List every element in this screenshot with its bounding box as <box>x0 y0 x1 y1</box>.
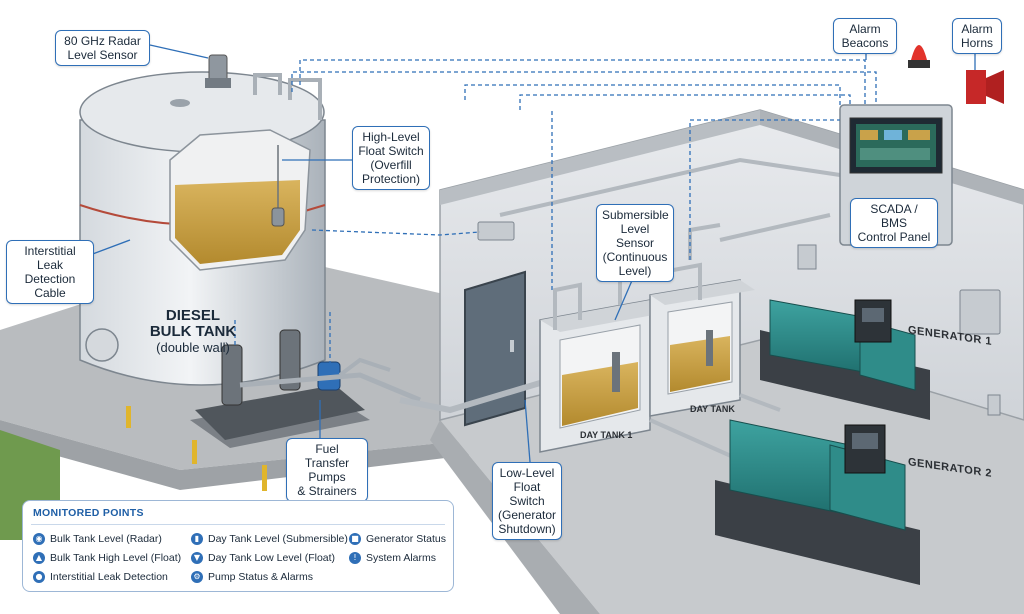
day-tank-2-label: DAY TANK <box>690 404 735 414</box>
legend-item: ■ Generator Status <box>349 533 446 545</box>
legend-item: ▼ Day Tank Low Level (Float) <box>191 552 335 564</box>
alarm-horns-callout: Alarm Horns <box>952 18 1002 54</box>
junction-boxes <box>477 221 1001 416</box>
legend-item-label: System Alarms <box>366 552 437 564</box>
alarm-devices <box>908 45 1004 104</box>
radar-sensor-callout: 80 GHz Radar Level Sensor <box>55 30 150 66</box>
legend-item-label: Pump Status & Alarms <box>208 571 314 583</box>
leak-icon: ● <box>33 571 45 583</box>
bollards <box>126 406 267 491</box>
generator-1 <box>760 299 930 420</box>
bulk-tank-subtitle: (double wall) <box>156 340 230 355</box>
float-low-icon: ▼ <box>191 552 203 564</box>
legend-item: ! System Alarms <box>349 552 436 564</box>
generator-icon: ■ <box>349 533 361 545</box>
bulk-tank-label: DIESEL BULK TANK (double wall) <box>138 292 248 372</box>
legend-item-label: Bulk Tank High Level (Float) <box>50 552 182 564</box>
legend-item-label: Day Tank Low Level (Float) <box>208 552 336 564</box>
alarm-beacons-callout: Alarm Beacons <box>833 18 897 54</box>
signal-wiring <box>234 59 877 365</box>
legend-item: ▲ Bulk Tank High Level (Float) <box>33 552 181 564</box>
submersible-sensor-callout: Submersible Level Sensor (Continuous Lev… <box>596 204 674 282</box>
legend-title: MONITORED POINTS <box>33 507 144 519</box>
legend-item-label: Day Tank Level (Submersible) <box>208 533 348 545</box>
legend-item-label: Generator Status <box>366 533 446 545</box>
sensor-icon: ▮ <box>191 533 203 545</box>
day-tank-1-label: DAY TANK 1 <box>580 430 633 440</box>
generator-2 <box>715 419 920 585</box>
legend-panel: MONITORED POINTS ◉ Bulk Tank Level (Rada… <box>22 500 454 592</box>
alarm-icon: ! <box>349 552 361 564</box>
leak-cable-callout: Interstitial Leak Detection Cable <box>6 240 94 304</box>
pump-icon: ⚙ <box>191 571 203 583</box>
legend-item-label: Interstitial Leak Detection <box>50 571 168 583</box>
transfer-pipe <box>399 377 551 414</box>
legend-item: ⚙ Pump Status & Alarms <box>191 571 313 583</box>
bulk-tank <box>79 54 326 386</box>
legend-item: ▮ Day Tank Level (Submersible) <box>191 533 348 545</box>
scada-panel-callout: SCADA / BMS Control Panel <box>850 198 938 248</box>
bulk-tank-title: DIESEL BULK TANK <box>149 307 237 340</box>
low-level-switch-callout: Low-Level Float Switch (Generator Shutdo… <box>492 462 562 540</box>
legend-item: ● Interstitial Leak Detection <box>33 571 168 583</box>
legend-item-label: Bulk Tank Level (Radar) <box>50 533 162 545</box>
float-icon: ▲ <box>33 552 45 564</box>
day-tank-1 <box>539 299 670 453</box>
legend-item: ◉ Bulk Tank Level (Radar) <box>33 533 162 545</box>
pump-skid <box>195 329 421 440</box>
pumps-callout: Fuel Transfer Pumps & Strainers <box>286 438 368 502</box>
legend-divider <box>31 524 445 525</box>
radar-icon: ◉ <box>33 533 45 545</box>
high-level-switch-callout: High-Level Float Switch (Overfill Protec… <box>352 126 430 190</box>
day-tank-2 <box>649 279 755 417</box>
